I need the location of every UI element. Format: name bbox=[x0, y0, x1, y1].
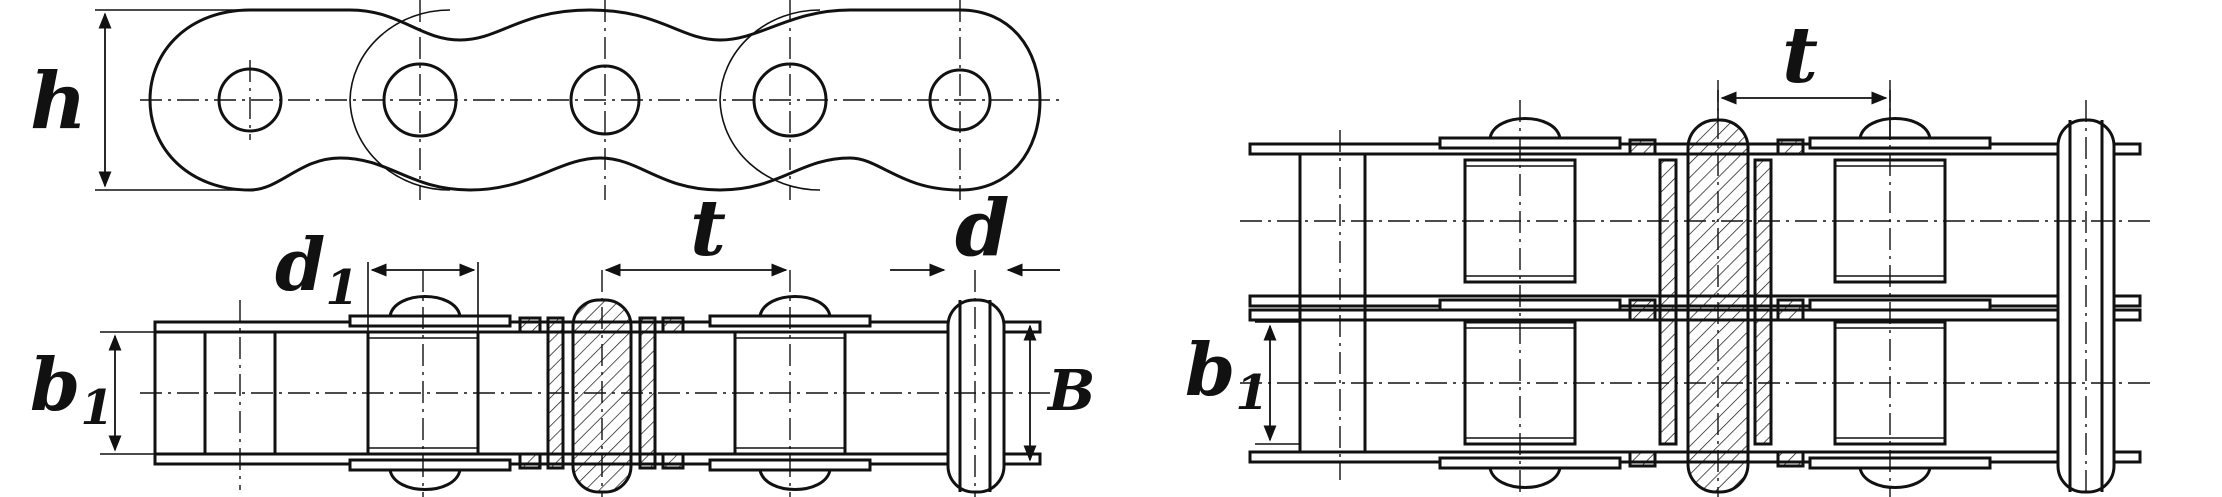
label-d: d bbox=[955, 183, 1010, 274]
chain-plan-view-duplex: t b1 bbox=[1185, 10, 2150, 497]
label-h: h bbox=[30, 56, 87, 147]
label-t-single: t bbox=[690, 183, 726, 274]
label-B: B bbox=[1046, 358, 1095, 424]
label-b1-duplex: b1 bbox=[1185, 327, 1269, 421]
chain-side-view: h bbox=[30, 0, 1060, 200]
label-t-duplex: t bbox=[1782, 10, 1818, 101]
chain-plan-view-single: d1 t d b1 B bbox=[30, 183, 1095, 497]
label-b1-single: b1 bbox=[30, 342, 114, 436]
label-d1: d1 bbox=[275, 222, 359, 316]
